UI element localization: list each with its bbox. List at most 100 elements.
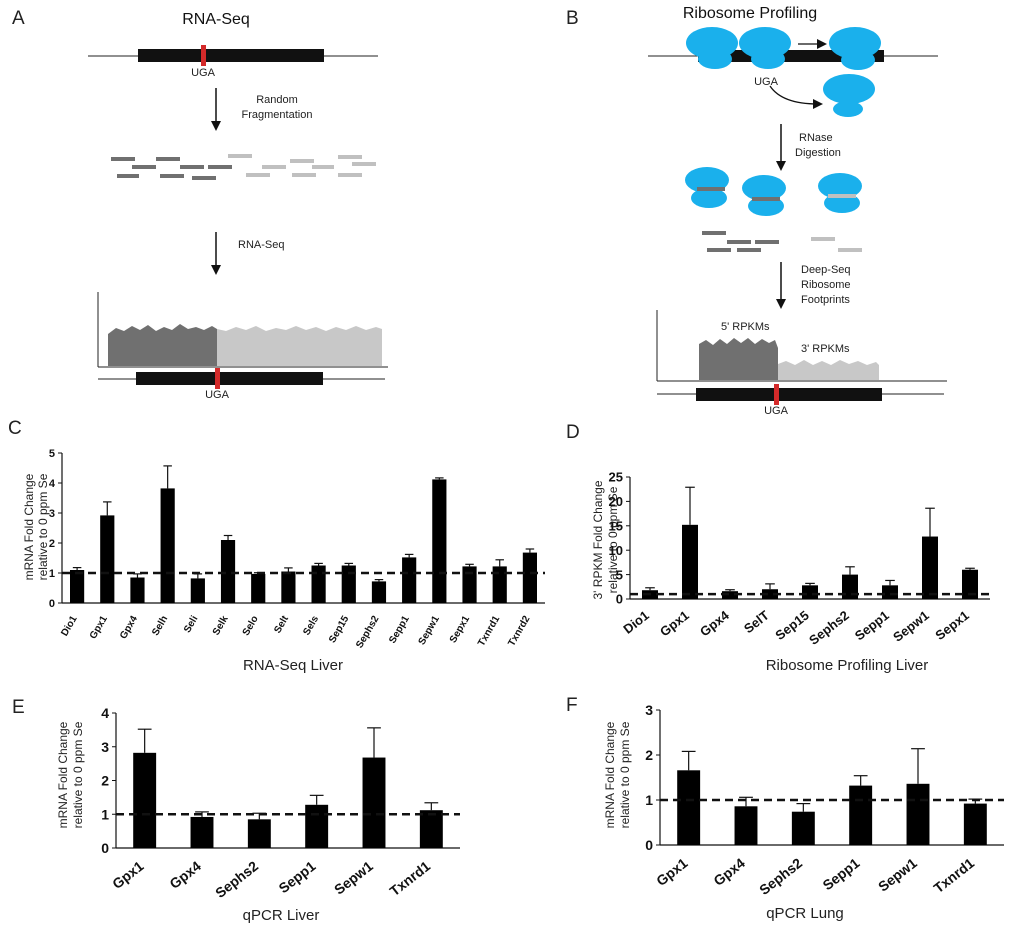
bar-sepw1 bbox=[432, 479, 447, 603]
x-tick-label: Sels bbox=[301, 614, 321, 638]
bar-sepw1 bbox=[906, 783, 930, 845]
x-tick-label: Sepw1 bbox=[875, 855, 920, 895]
step2-label-line3: Footprints bbox=[801, 294, 850, 306]
y-tick-label: 25 bbox=[609, 470, 623, 485]
chart-f-ylabel-line1: mRNA Fold Change bbox=[603, 721, 617, 828]
x-tick-label: Selh bbox=[150, 614, 170, 638]
uga-label: UGA bbox=[205, 389, 230, 401]
panel-f-letter: F bbox=[566, 695, 578, 716]
rpkm5-label: 5' RPKMs bbox=[721, 321, 770, 333]
x-tick-label: Txnrd1 bbox=[387, 858, 434, 899]
uga-label: UGA bbox=[764, 405, 789, 417]
gene-body bbox=[138, 49, 324, 62]
chart-e-xlabel: qPCR Liver bbox=[243, 907, 320, 924]
panel-a-schematic: A RNA-Seq UGA Random Fragmentation bbox=[12, 8, 388, 401]
bar-txnrd1 bbox=[492, 566, 507, 603]
uga-label: UGA bbox=[754, 76, 779, 88]
x-tick-label: Gpx1 bbox=[657, 608, 692, 640]
uga-codon-mark bbox=[201, 45, 206, 66]
y-tick-label: 2 bbox=[101, 773, 109, 789]
y-tick-label: 3 bbox=[645, 702, 653, 718]
ribosome-icon bbox=[823, 74, 875, 117]
y-tick-label: 0 bbox=[616, 592, 623, 607]
x-tick-label: Sepx1 bbox=[932, 608, 971, 643]
bar-sepw1 bbox=[362, 757, 386, 848]
bar-selo bbox=[251, 573, 266, 603]
x-tick-label: Txnrd1 bbox=[476, 614, 502, 649]
y-tick-label: 5 bbox=[49, 448, 55, 460]
bar-sepp1 bbox=[305, 804, 329, 848]
panel-b-schematic: B Ribosome Profiling UGA RNase Digestion bbox=[566, 5, 947, 417]
panel-e-letter: E bbox=[12, 697, 25, 718]
bar-gpx4 bbox=[130, 577, 145, 603]
y-tick-label: 0 bbox=[645, 837, 653, 853]
x-tick-label: Dio1 bbox=[59, 614, 80, 639]
chart-d-ylabel-line2: relative to 0 ppm Se bbox=[606, 486, 620, 593]
y-tick-label: 1 bbox=[645, 792, 653, 808]
step-label-line2: Fragmentation bbox=[242, 109, 313, 121]
panel-a-letter: A bbox=[12, 8, 25, 29]
x-tick-label: Gpx4 bbox=[697, 607, 732, 639]
bar-gpx1 bbox=[682, 524, 698, 599]
y-tick-label: 2 bbox=[645, 747, 653, 763]
y-tick-label: 0 bbox=[49, 598, 55, 610]
x-tick-label: Sepp1 bbox=[387, 614, 412, 646]
y-tick-label: 4 bbox=[49, 478, 56, 490]
x-tick-label: Sephs2 bbox=[354, 614, 382, 651]
y-tick-label: 10 bbox=[609, 543, 623, 558]
x-tick-label: SelT bbox=[741, 608, 772, 637]
panel-b-letter: B bbox=[566, 8, 579, 29]
x-tick-label: Sepw1 bbox=[890, 608, 932, 645]
x-tick-label: Sepp1 bbox=[852, 608, 892, 644]
bar-sephs2 bbox=[371, 581, 387, 603]
y-tick-label: 20 bbox=[609, 494, 623, 509]
x-tick-label: Sepx1 bbox=[448, 614, 472, 645]
x-tick-label: Selt bbox=[272, 613, 291, 635]
x-tick-label: Selo bbox=[241, 614, 261, 638]
ribosome-icon bbox=[686, 27, 738, 69]
panel-a-title: RNA-Seq bbox=[182, 11, 250, 28]
panel-c-letter: C bbox=[8, 418, 22, 439]
x-tick-label: Txnrd1 bbox=[931, 855, 978, 896]
step-label-line1: Random bbox=[256, 94, 298, 106]
chart-e-ylabel-line2: relative to 0 ppm Se bbox=[71, 721, 85, 828]
y-tick-label: 3 bbox=[101, 739, 109, 755]
x-tick-label: Sepp1 bbox=[276, 858, 319, 897]
bar-sepx1 bbox=[462, 566, 477, 603]
coverage-plot bbox=[97, 292, 388, 368]
chart-d-ylabel-line1: 3' RPKM Fold Change bbox=[591, 480, 605, 599]
y-tick-label: 1 bbox=[101, 806, 109, 822]
ribosome-footprint-complexes bbox=[685, 167, 862, 216]
footprint-fragments bbox=[702, 231, 862, 252]
x-tick-label: Gpx4 bbox=[118, 614, 140, 642]
x-tick-label: Selk bbox=[211, 614, 231, 638]
y-tick-label: 5 bbox=[616, 567, 623, 582]
y-tick-label: 2 bbox=[49, 538, 55, 550]
bar-seli bbox=[190, 578, 205, 603]
uga-label: UGA bbox=[191, 67, 216, 79]
bar-gpx4 bbox=[190, 816, 214, 848]
step2-label: RNA-Seq bbox=[238, 239, 284, 251]
bar-sepp1 bbox=[849, 785, 873, 845]
x-tick-label: Sep15 bbox=[772, 608, 811, 643]
uga-codon-mark bbox=[215, 368, 220, 389]
x-tick-label: Sepp1 bbox=[820, 855, 863, 894]
bar-selt bbox=[762, 589, 778, 599]
bar-gpx1 bbox=[100, 515, 115, 603]
step-label-line1: RNase bbox=[799, 132, 833, 144]
y-tick-label: 1 bbox=[49, 568, 55, 580]
step-label-line2: Digestion bbox=[795, 147, 841, 159]
bar-sepp1 bbox=[402, 557, 417, 603]
gene-body bbox=[696, 388, 882, 401]
bar-sephs2 bbox=[791, 811, 815, 845]
x-tick-label: Sep15 bbox=[327, 614, 351, 645]
x-tick-label: Txnrd2 bbox=[506, 614, 532, 649]
bar-gpx1 bbox=[677, 770, 701, 845]
chart-d-xlabel: Ribosome Profiling Liver bbox=[766, 657, 929, 674]
rpkm3-label: 3' RPKMs bbox=[801, 343, 850, 355]
